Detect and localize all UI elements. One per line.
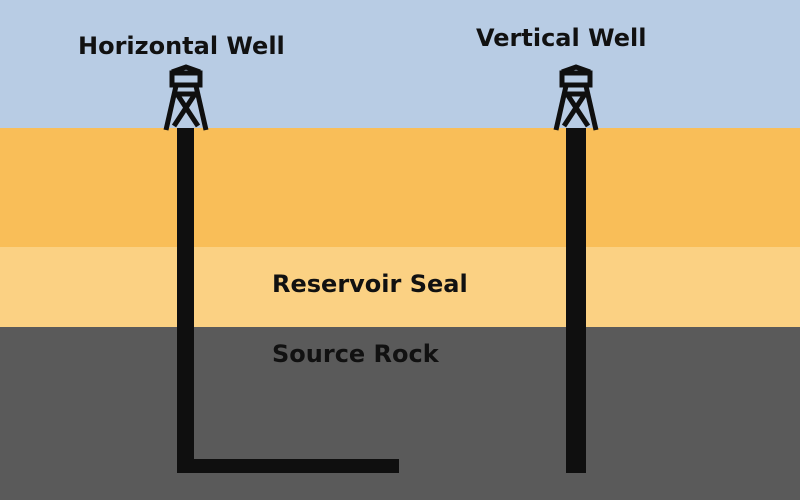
reservoir-seal-layer bbox=[0, 247, 800, 327]
reservoir-layer bbox=[0, 128, 800, 247]
reservoir-seal-label: Reservoir Seal bbox=[272, 270, 468, 298]
oil-derrick-icon bbox=[553, 64, 599, 131]
horizontal-well-label: Horizontal Well bbox=[78, 32, 285, 60]
oil-derrick-icon bbox=[163, 64, 209, 131]
sky-layer bbox=[0, 0, 800, 128]
source-rock-label: Source Rock bbox=[272, 340, 439, 368]
horizontal-well-vertical-section bbox=[177, 128, 194, 473]
vertical-well-label: Vertical Well bbox=[476, 24, 647, 52]
vertical-well-pipe bbox=[566, 128, 586, 473]
horizontal-well-lateral-section bbox=[177, 459, 399, 473]
source-rock-layer bbox=[0, 327, 800, 500]
